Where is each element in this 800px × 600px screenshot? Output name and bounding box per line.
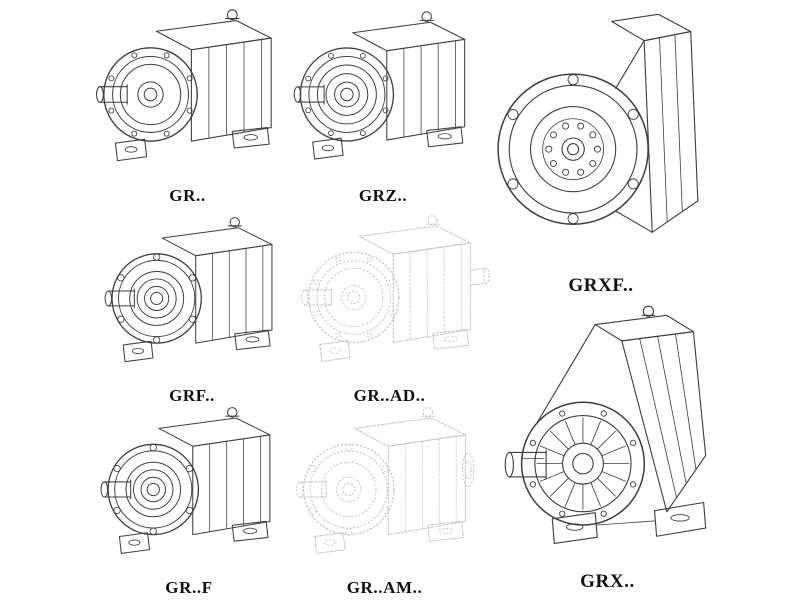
gearbox-drawing-gr-f xyxy=(90,402,288,576)
gearbox-drawing-grxf xyxy=(492,2,710,274)
figure-grf: GRF.. xyxy=(92,212,292,408)
gearbox-drawing-grz xyxy=(288,4,478,184)
gearbox-drawing-gr xyxy=(90,4,285,184)
gearbox-drawing-grf xyxy=(92,212,292,384)
figure-gr: GR.. xyxy=(90,4,285,208)
figure-label-grz: GRZ.. xyxy=(358,186,408,205)
figure-grx: GRX.. xyxy=(495,300,720,594)
figure-label-grf: GRF.. xyxy=(169,386,215,405)
figure-label-gr-ad: GR..AD.. xyxy=(353,386,426,405)
gearbox-drawing-gr-am xyxy=(287,402,482,576)
gearbox-drawing-gr-ad xyxy=(287,210,492,384)
figure-label-gr: GR.. xyxy=(169,186,206,205)
figure-label-grxf: GRXF.. xyxy=(568,275,634,296)
figure-grxf: GRXF.. xyxy=(492,2,710,298)
figure-gr-am: GR..AM.. xyxy=(287,402,482,600)
figure-label-gr-f: GR..F xyxy=(165,578,213,597)
figure-grz: GRZ.. xyxy=(288,4,478,208)
gearbox-drawing-grx xyxy=(495,300,720,570)
figure-label-gr-am: GR..AM.. xyxy=(346,578,423,597)
figure-label-grx: GRX.. xyxy=(580,571,635,592)
figure-gr-ad: GR..AD.. xyxy=(287,210,492,408)
figure-gr-f: GR..F xyxy=(90,402,288,600)
